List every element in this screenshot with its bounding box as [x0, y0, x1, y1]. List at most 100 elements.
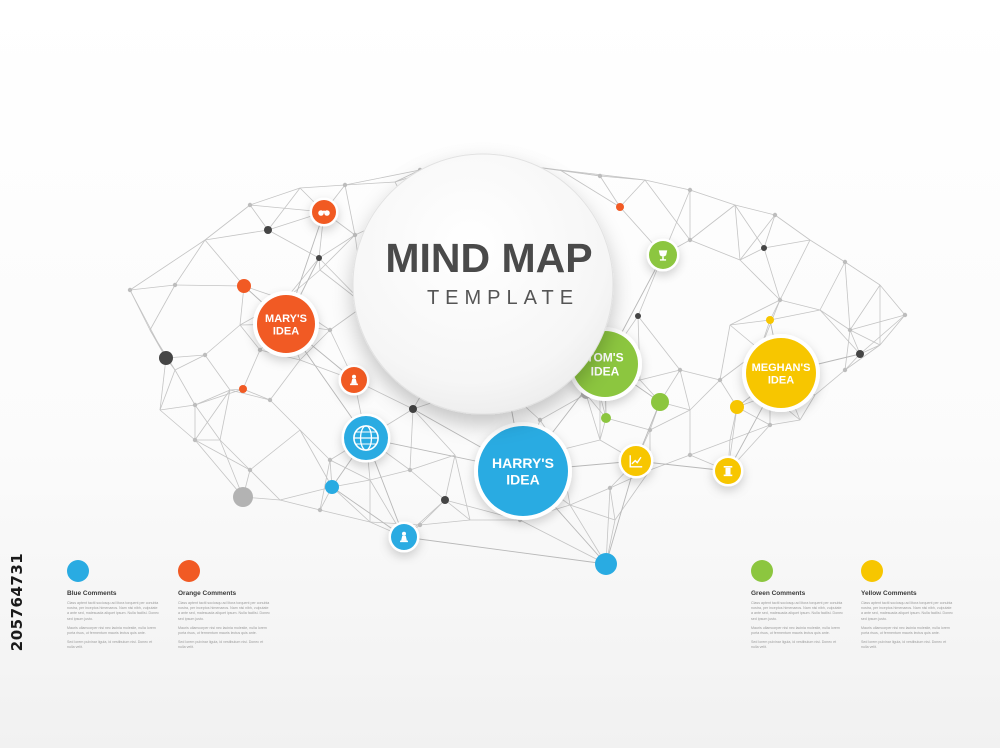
network-edge	[844, 261, 851, 331]
network-edge	[605, 417, 651, 431]
meghans-idea-label-2: IDEA	[768, 374, 794, 386]
mesh-vertex	[842, 367, 848, 373]
network-edge	[637, 315, 681, 371]
network-edge	[454, 454, 471, 521]
legend-orange: Orange Comments Class aptent taciti soci…	[178, 560, 270, 651]
network-edge	[219, 389, 231, 441]
network-edge	[719, 324, 731, 381]
network-edge	[299, 429, 333, 488]
accent-dot	[325, 480, 339, 494]
mesh-vertex	[847, 327, 853, 333]
accent-dot	[616, 203, 624, 211]
mesh-vertex	[192, 402, 198, 408]
network-edge	[585, 393, 607, 419]
network-edge	[729, 319, 771, 326]
growth-chart-icon	[618, 443, 654, 479]
mesh-vertex	[267, 397, 273, 403]
mesh-vertex	[597, 173, 603, 179]
accent-dot	[409, 405, 417, 413]
network-edge	[174, 239, 206, 286]
network-edge	[519, 519, 607, 565]
network-edge	[689, 439, 731, 456]
network-edge	[279, 486, 333, 501]
network-edge	[149, 329, 176, 371]
legend-title-orange: Orange Comments	[178, 590, 237, 597]
chess-pawn-icon	[388, 521, 420, 553]
legend-text-yellow-2: Mauris ullamcorper nisi nec lacinia mole…	[861, 625, 950, 636]
legend-title-blue: Blue Comments	[67, 590, 117, 597]
accent-dot	[264, 226, 272, 234]
network-link	[403, 536, 607, 565]
toms-idea-label-1: TOM'S	[586, 351, 623, 365]
mesh-vertex	[772, 212, 778, 218]
network-edge	[769, 309, 821, 321]
legend-blue: Blue Comments Class aptent taciti socios…	[67, 560, 159, 651]
mesh-vertex	[687, 237, 693, 243]
network-edge	[344, 184, 356, 236]
network-edge	[129, 284, 176, 291]
network-edge	[689, 239, 741, 261]
mesh-vertex	[842, 259, 848, 265]
network-edge	[242, 349, 261, 390]
accent-dot	[441, 496, 449, 504]
network-edge	[644, 179, 691, 241]
network-edge	[269, 399, 301, 431]
network-edge	[689, 379, 721, 411]
network-edge	[599, 175, 646, 181]
network-edge	[599, 175, 621, 208]
network-edge	[679, 369, 691, 411]
network-edge	[849, 284, 881, 331]
legend-green: Green Comments Class aptent taciti socio…	[751, 560, 843, 651]
network-edge	[299, 429, 331, 461]
mesh-vertex	[677, 367, 683, 373]
network-edge	[774, 214, 811, 241]
network-edge	[267, 187, 301, 231]
mesh-vertex	[172, 282, 178, 288]
network-edge	[319, 234, 356, 271]
mesh-vertex	[257, 347, 263, 353]
network-edge	[194, 439, 244, 498]
network-edge	[569, 504, 607, 565]
legend-yellow: Yellow Comments Class aptent taciti soci…	[861, 560, 953, 651]
network-edge	[444, 499, 471, 521]
network-edge	[729, 299, 781, 326]
accent-dot	[730, 400, 744, 414]
network-edge	[819, 261, 846, 311]
mesh-vertex	[407, 467, 413, 473]
mesh-vertex	[777, 297, 783, 303]
accent-dot	[239, 385, 247, 393]
network-edge	[444, 454, 456, 501]
network-edge	[318, 234, 356, 259]
accent-dot	[316, 255, 322, 261]
network-edge	[174, 284, 245, 287]
network-edge	[739, 259, 781, 301]
network-edge	[679, 369, 721, 381]
network-edge	[239, 324, 261, 351]
network-edge	[649, 409, 691, 431]
network-edge	[204, 239, 245, 287]
network-edge	[849, 329, 881, 346]
network-edge	[844, 344, 881, 371]
trophy-icon	[646, 238, 680, 272]
network-edge	[849, 314, 906, 331]
network-edge	[149, 284, 176, 331]
network-edge	[585, 393, 601, 441]
meghans-idea-label-1: MEGHAN'S	[752, 362, 811, 374]
network-edge	[849, 329, 861, 355]
legend-text-orange-3: Sed lorem pulvinar ligula, id vestibulum…	[178, 640, 264, 650]
network-edge	[609, 487, 616, 521]
network-edge	[734, 204, 776, 216]
network-edge	[769, 419, 801, 426]
legend-text-green-1: Class aptent taciti sociosqu ad litora t…	[751, 601, 843, 621]
network-edge	[319, 509, 371, 523]
network-edge	[394, 169, 421, 183]
network-edge	[194, 439, 251, 471]
network-edge	[159, 369, 176, 411]
legend-dot-yellow	[861, 560, 883, 582]
network-edge	[689, 204, 736, 241]
legend-text-orange-2: Mauris ullamcorper nisi nec lacinia mole…	[178, 625, 267, 636]
network-edge	[204, 354, 231, 391]
network-edge	[219, 439, 244, 498]
network-edge	[249, 469, 281, 501]
